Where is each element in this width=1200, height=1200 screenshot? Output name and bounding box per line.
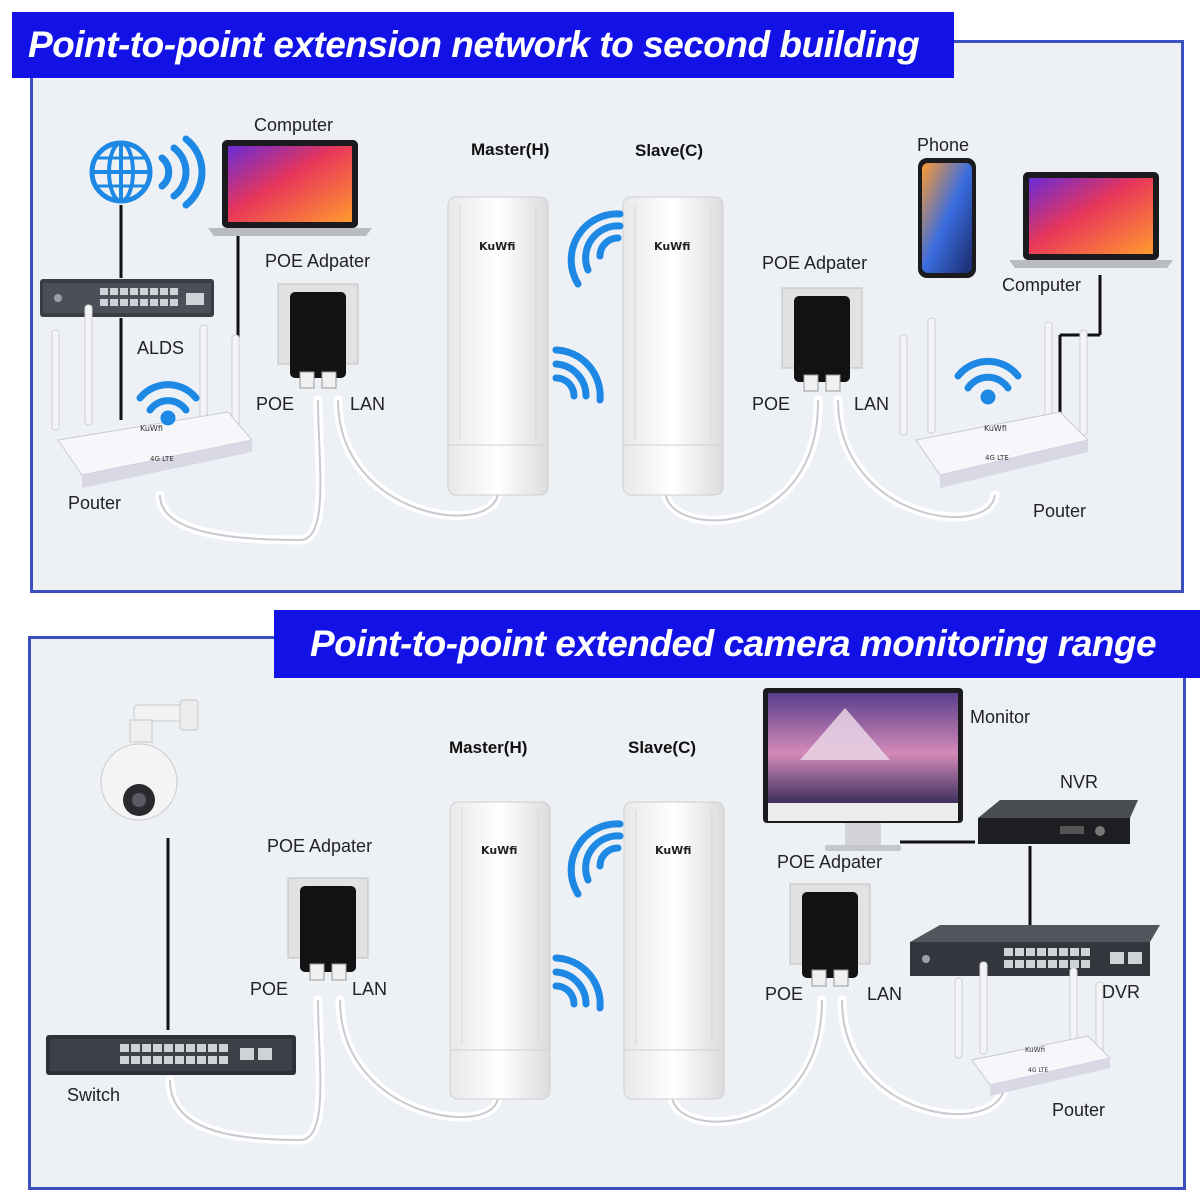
wifi-signal-icon <box>954 357 1022 405</box>
wifi-signal-icon <box>567 210 624 288</box>
label-poe-adapter-right: POE Adpater <box>762 253 868 273</box>
poe-adapter-left <box>277 283 359 389</box>
label-poe-left-bottom: POE <box>250 979 289 999</box>
label-poe-adapter-left: POE Adpater <box>265 251 371 271</box>
label-slave-bottom: Slave(C) <box>628 738 697 757</box>
ptz-camera <box>100 699 199 821</box>
label-poe-right-bottom: POE <box>765 984 804 1004</box>
svg-text:4G LTE: 4G LTE <box>985 454 1009 462</box>
label-lan-left-bottom: LAN <box>352 979 388 999</box>
alds-switch <box>40 279 214 317</box>
label-router-left: Pouter <box>68 493 122 513</box>
label-poe-adapter-right-bottom: POE Adpater <box>777 852 883 872</box>
phone <box>918 158 976 278</box>
poe-adapter-right-bottom <box>789 883 871 987</box>
label-monitor: Monitor <box>970 707 1031 727</box>
label-phone: Phone <box>917 135 970 155</box>
svg-text:4G LTE: 4G LTE <box>150 455 174 463</box>
monitor <box>763 688 963 851</box>
top-section-title: Point-to-point extension network to seco… <box>12 12 954 78</box>
svg-text:KuWfi: KuWfi <box>140 424 163 433</box>
svg-text:KuWfi: KuWfi <box>1025 1046 1045 1054</box>
poe-adapter-left-bottom <box>287 877 369 981</box>
label-slave: Slave(C) <box>635 141 704 160</box>
label-router-right: Pouter <box>1033 501 1087 521</box>
label-dvr: DVR <box>1102 982 1141 1002</box>
label-poe-right: POE <box>752 394 791 414</box>
slave-access-point-top: KuWfi <box>622 196 724 496</box>
router-bottom: KuWfi 4G LTE <box>954 961 1111 1096</box>
label-lan-right-bottom: LAN <box>867 984 903 1004</box>
svg-text:KuWfi: KuWfi <box>481 844 517 857</box>
label-nvr: NVR <box>1060 772 1099 792</box>
wifi-signal-icon <box>136 381 200 426</box>
computer-laptop-right <box>1009 172 1173 268</box>
label-poe-left: POE <box>256 394 295 414</box>
bottom-section-title: Point-to-point extended camera monitorin… <box>274 610 1200 678</box>
svg-text:KuWfi: KuWfi <box>655 844 691 857</box>
bottom-panel <box>28 636 1186 1190</box>
dvr-switch <box>910 925 1160 976</box>
svg-text:KuWfi: KuWfi <box>984 424 1007 433</box>
master-access-point-top: KuWfi <box>447 196 549 496</box>
label-master-bottom: Master(H) <box>449 738 528 757</box>
label-poe-adapter-left-bottom: POE Adpater <box>267 836 373 856</box>
computer-laptop-left <box>208 140 372 236</box>
wifi-signal-icon <box>552 346 604 404</box>
label-lan-right: LAN <box>854 394 890 414</box>
label-computer-right: Computer <box>1002 275 1082 295</box>
label-master: Master(H) <box>471 140 550 159</box>
svg-text:4G LTE: 4G LTE <box>1028 1067 1049 1074</box>
svg-text:KuWfi: KuWfi <box>654 240 690 253</box>
label-alds: ALDS <box>137 338 185 358</box>
master-access-point-bottom: KuWfi <box>449 801 551 1100</box>
internet-globe-icon <box>89 140 153 204</box>
router-left: KuWfi 4G LTE <box>51 304 253 488</box>
router-right: KuWfi 4G LTE <box>899 317 1089 488</box>
network-switch <box>46 1035 296 1075</box>
wifi-signal-icon <box>567 820 624 898</box>
label-computer-left: Computer <box>254 115 334 135</box>
poe-adapter-right <box>781 287 863 392</box>
nvr-recorder <box>978 800 1138 844</box>
wifi-signal-icon <box>552 954 604 1012</box>
wifi-signal-icon <box>158 135 206 209</box>
label-router-bottom: Pouter <box>1052 1100 1106 1120</box>
slave-access-point-bottom: KuWfi <box>623 801 725 1100</box>
label-switch: Switch <box>67 1085 121 1105</box>
svg-text:KuWfi: KuWfi <box>479 240 515 253</box>
label-lan-left: LAN <box>350 394 386 414</box>
